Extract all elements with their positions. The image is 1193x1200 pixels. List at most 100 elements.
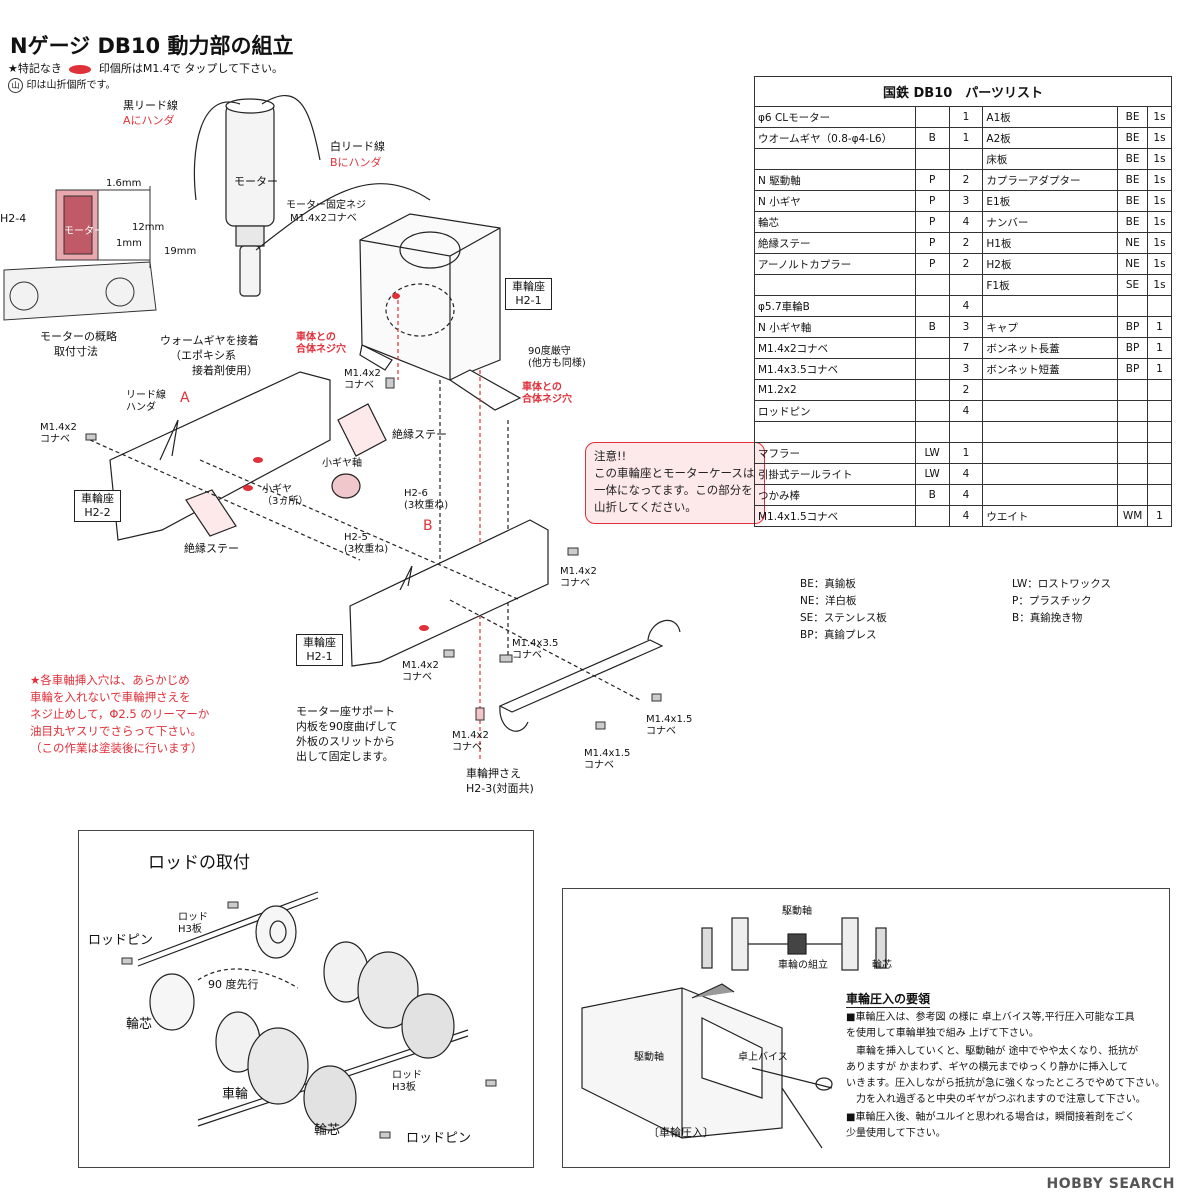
- parts-cell: SE: [1117, 274, 1149, 296]
- insulation-stay-label-2: 絶縁ステー: [184, 542, 239, 555]
- parts-cell: N 小ギヤ軸: [754, 316, 916, 338]
- parts-cell: φ5.7車輪B: [754, 295, 916, 317]
- dim-12: 12mm: [132, 222, 165, 233]
- parts-cell: カプラーアダプター: [982, 169, 1119, 191]
- parts-cell: [1117, 421, 1149, 443]
- parts-cell: [914, 379, 950, 401]
- parts-cell: ボンネット長蓋: [982, 337, 1119, 359]
- press-label: 〔車輪圧入〕: [648, 1126, 714, 1139]
- screw-label-m14x15-a: M1.4x1.5 コナベ: [646, 714, 693, 737]
- parts-cell: [948, 421, 984, 443]
- rod-h3-label-1: ロッド H3板: [178, 912, 208, 935]
- rod-pin-label-2: ロッドピン: [406, 1131, 472, 1146]
- parts-cell: [754, 148, 916, 170]
- rod-drawing: [121, 891, 497, 1139]
- parts-cell: 絶縁ステー: [754, 232, 916, 254]
- parts-cell: 1s: [1147, 211, 1172, 233]
- legend-se: SE：ステンレス板: [800, 612, 887, 624]
- parts-cell: 3: [948, 190, 984, 212]
- parts-cell: [1117, 379, 1149, 401]
- parts-cell: キャプ: [982, 316, 1119, 338]
- parts-cell: [982, 484, 1119, 506]
- parts-cell: [948, 274, 984, 296]
- wheel-seat-h22-text: 車輪座: [81, 492, 114, 505]
- parts-cell: [982, 379, 1119, 401]
- motor-support-note: モーター座サポート 内板を90度曲げして 外板のスリットから 出して固定します。: [296, 705, 398, 763]
- parts-cell: ウエイト: [982, 505, 1119, 527]
- drive-shaft-label: 駆動軸: [782, 906, 812, 917]
- parts-cell: 1: [1147, 358, 1172, 380]
- parts-cell: BP: [1117, 316, 1149, 338]
- parts-cell: [1147, 484, 1172, 506]
- deg90-label: 90 度先行: [208, 978, 259, 991]
- motor-label: モーター: [234, 175, 278, 188]
- parts-cell: M1.4x1.5コナベ: [754, 505, 916, 527]
- parts-cell: 1s: [1147, 190, 1172, 212]
- parts-cell: [754, 421, 916, 443]
- parts-cell: [1117, 400, 1149, 422]
- parts-cell: ナンバー: [982, 211, 1119, 233]
- point-a-label: A: [180, 390, 190, 406]
- parts-cell: 2: [948, 232, 984, 254]
- parts-cell: [1117, 484, 1149, 506]
- legend-lw: LW：ロストワックス: [1012, 578, 1111, 590]
- motor-small-label: モーター: [64, 226, 104, 237]
- parts-cell: [982, 463, 1119, 485]
- lead-solder-label: リード線 ハンダ: [126, 390, 166, 413]
- parts-cell: H1板: [982, 232, 1119, 254]
- mountain-fold-icon: 山: [8, 77, 23, 93]
- parts-cell: 4: [948, 463, 984, 485]
- parts-cell: BE: [1117, 169, 1149, 191]
- parts-cell: BE: [1117, 106, 1149, 128]
- parts-cell: LW: [914, 463, 950, 485]
- parts-cell: [1147, 463, 1172, 485]
- press-text-7: ■車輪圧入後、軸がユルイと思われる場合は，瞬間接着剤をごく: [846, 1112, 1135, 1123]
- fold-note: 山 印は山折個所です。: [8, 76, 116, 93]
- parts-cell: 3: [948, 316, 984, 338]
- parts-cell: 1: [1147, 316, 1172, 338]
- body-screw-hole-label-2: 車体との 合体ネジ穴: [522, 382, 572, 405]
- body-screw-hole-label-1: 車体との 合体ネジ穴: [296, 332, 346, 355]
- motor-screw-label-2: M1.4x2コナベ: [290, 213, 357, 224]
- parts-cell: 1s: [1147, 169, 1172, 191]
- parts-cell: 輪芯: [754, 211, 916, 233]
- parts-cell: 4: [948, 400, 984, 422]
- parts-cell: [1147, 295, 1172, 317]
- parts-cell: ボンネット短蓋: [982, 358, 1119, 380]
- caution-callout: 注意!! この車輪座とモーターケースは 一体になってます。この部分を 山折してく…: [585, 442, 765, 524]
- dim-1: 1mm: [116, 238, 142, 249]
- parts-cell: [1147, 442, 1172, 464]
- rod-section-title: ロッドの取付: [148, 853, 250, 873]
- parts-cell: A2板: [982, 127, 1119, 149]
- parts-cell: ウオームギヤ（0.8-φ4-L6）: [754, 127, 916, 149]
- parts-cell: M1.2x2: [754, 379, 916, 401]
- parts-cell: φ6 CLモーター: [754, 106, 916, 128]
- black-lead-solder-label: Aにハンダ: [123, 114, 175, 127]
- motor-screw-label-1: モーター固定ネジ: [286, 200, 366, 211]
- wheel-seat-h21-text: 車輪座: [303, 636, 336, 649]
- parts-cell: 1: [1147, 505, 1172, 527]
- press-text-8: 少量使用して下さい。: [846, 1128, 946, 1139]
- parts-cell: [982, 421, 1119, 443]
- worm-gear-label-1: ウォームギヤを接着: [160, 334, 259, 347]
- reamer-note: ★各車軸挿入穴は、あらかじめ 車輪を入れないで車輪押さえを ネジ止めして，Φ2.…: [30, 673, 210, 755]
- wheel-seat-h21-code: H2-1: [306, 650, 333, 663]
- press-section-frame: [562, 888, 1170, 1168]
- legend-be: BE：真鍮板: [800, 578, 856, 590]
- parts-cell: P: [914, 169, 950, 191]
- parts-cell: アーノルトカプラー: [754, 253, 916, 275]
- screw-label-top: M1.4x2 コナベ: [344, 368, 381, 391]
- worm-gear-label-3: 接着剤使用）: [192, 364, 258, 377]
- caution-line-1: 注意!!: [594, 449, 627, 463]
- screw-label-left: M1.4x2 コナベ: [40, 422, 77, 445]
- parts-cell: 2: [948, 169, 984, 191]
- parts-cell: 1: [948, 127, 984, 149]
